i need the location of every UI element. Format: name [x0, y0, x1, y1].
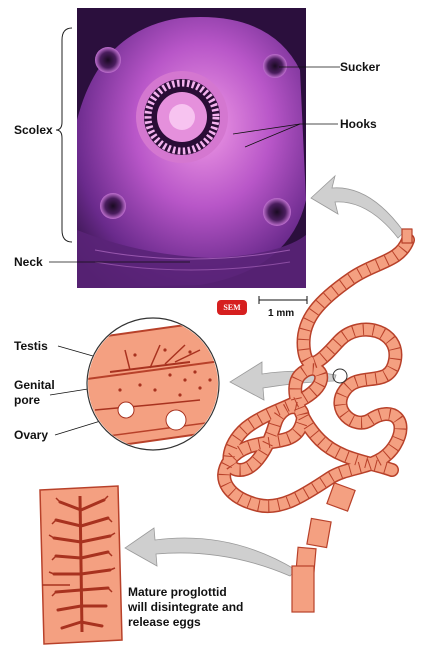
caption: Mature proglottid will disintegrate and … — [128, 585, 243, 630]
label-genital: Genital — [14, 378, 55, 392]
mature-proglottid — [39, 485, 123, 645]
label-scolex: Scolex — [14, 123, 53, 137]
caption-line-1: Mature proglottid — [128, 585, 227, 599]
detached-proglottids — [291, 482, 356, 613]
caption-line-2: will disintegrate and — [128, 600, 244, 614]
label-neck: Neck — [14, 255, 43, 269]
sucker-top-left — [95, 47, 121, 73]
label-sucker: Sucker — [340, 60, 381, 74]
scale-bar — [258, 296, 308, 304]
sucker-bottom-right — [263, 198, 291, 226]
label-ovary: Ovary — [14, 428, 49, 442]
label-scale: 1 mm — [268, 308, 295, 319]
scolex-micrograph — [77, 8, 306, 288]
label-testis: Testis — [14, 339, 48, 353]
sem-badge: SEM — [217, 300, 247, 315]
label-hooks: Hooks — [340, 117, 377, 131]
sucker-bottom-left — [100, 193, 126, 219]
rostellum-hooks — [136, 71, 228, 163]
magnified-segment — [86, 317, 220, 451]
scolex-bracket — [55, 27, 73, 243]
sucker-top-right — [263, 54, 287, 78]
label-pore: pore — [14, 393, 41, 407]
caption-line-3: release eggs — [128, 615, 201, 629]
tapeworm-body — [217, 228, 415, 514]
